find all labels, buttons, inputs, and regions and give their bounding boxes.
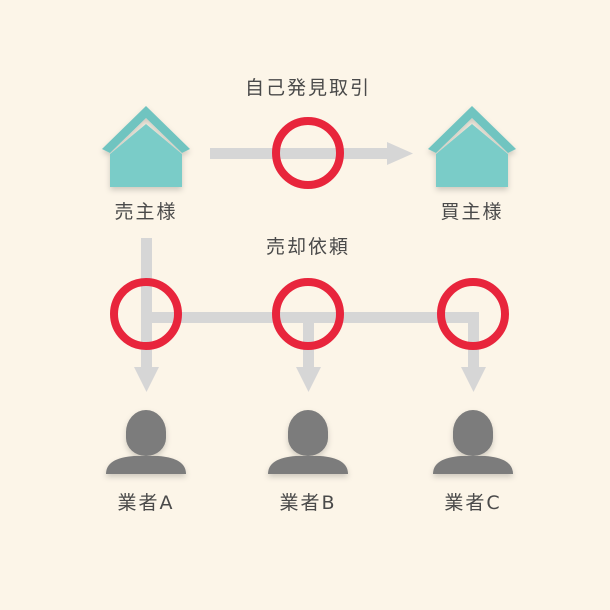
person-icon (268, 410, 348, 474)
arrow-branch-to-agent-c (461, 312, 486, 392)
arrow-seller-to-buyer (210, 142, 413, 165)
person-icon (106, 410, 186, 474)
agent-c-label: 業者C (444, 492, 502, 514)
arrows (134, 142, 486, 392)
seller-label: 売主様 (114, 201, 178, 223)
buyer-label: 買主様 (440, 201, 504, 223)
person-icon (433, 410, 513, 474)
circle-mark-icon (437, 278, 509, 350)
arrow-branch-to-agent-b (296, 318, 321, 392)
house-icon (102, 106, 190, 187)
house-icon (428, 106, 516, 187)
direct-trade-title: 自己発見取引 (244, 77, 372, 99)
circle-mark-icon (272, 278, 344, 350)
circle-mark-icon (272, 117, 344, 189)
arrow-horizontal-branch (152, 312, 479, 323)
agent-b-label: 業者B (279, 492, 337, 514)
agent-a-label: 業者A (117, 492, 175, 514)
arrow-seller-to-agent-a (134, 238, 159, 392)
sale-request-title: 売却依頼 (265, 236, 351, 258)
circle-mark-icon (110, 278, 182, 350)
